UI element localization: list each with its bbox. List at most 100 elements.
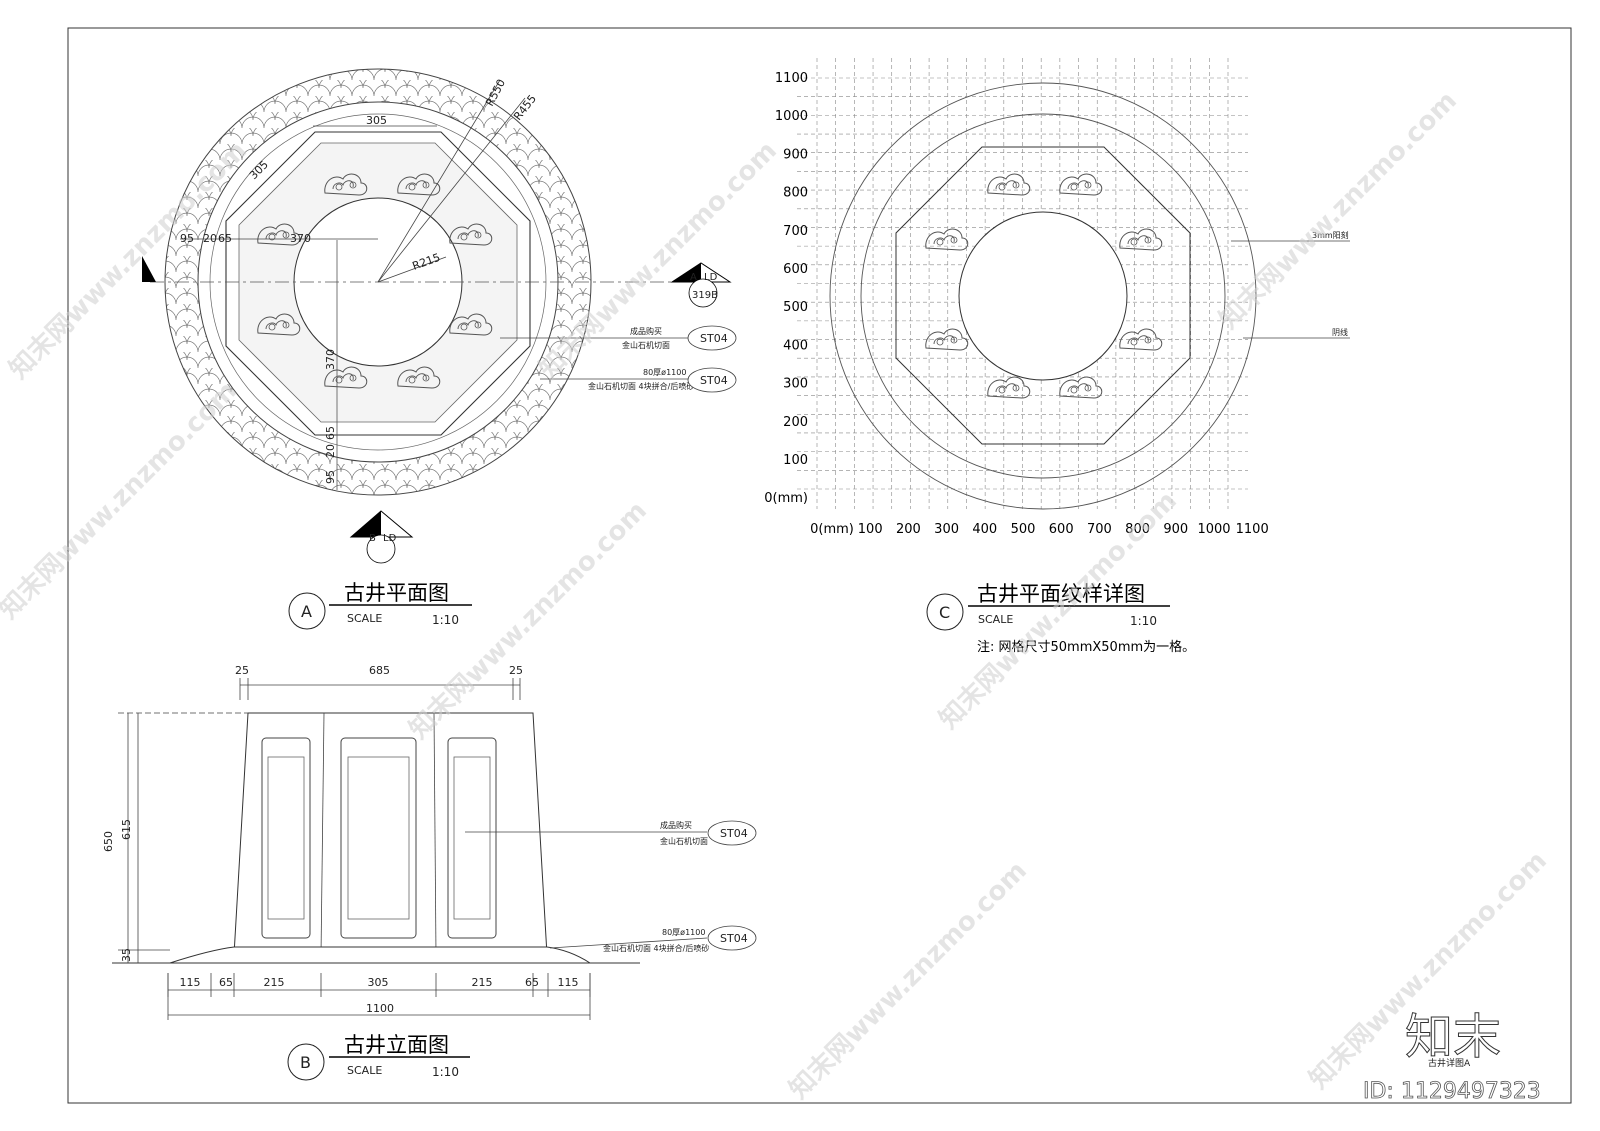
elev-title: 古井立面图 — [344, 1033, 449, 1057]
sheet-border — [67, 27, 1572, 1104]
elev-bottom-dim: 215 — [472, 976, 493, 989]
plan-callout2-line2: 金山石机切面 4块拼合/后喷砂 — [588, 381, 694, 391]
elev-dim-615: 615 — [120, 819, 133, 840]
dim-v20: 20 — [324, 444, 337, 458]
detail-x-ticks: 0(mm) 100 200 300 400 500 600 700 800 900 1000 1100 — [810, 522, 1269, 537]
svg-text:ST04: ST04 — [720, 932, 748, 945]
section-a-sheet: 319B — [692, 290, 718, 301]
y-tick-label: 100 — [783, 453, 808, 468]
elevation-bottom-dims: 115 65 215 305 215 65 115 — [167, 973, 591, 997]
svg-text:ST04: ST04 — [700, 374, 728, 387]
elev-total-1100: 1100 — [366, 1002, 394, 1015]
dim-20: 20 — [203, 232, 217, 245]
x-tick-label: 100 — [858, 522, 883, 537]
elev-callout1-line1: 成品购买 — [660, 820, 692, 830]
y-tick-label: 900 — [783, 147, 808, 162]
x-tick-label: 700 — [1087, 522, 1112, 537]
plan-marker: A — [301, 602, 312, 621]
plan-callout1-line2: 金山石机切面 — [622, 340, 670, 350]
elevation-panel-left — [261, 737, 311, 939]
plan-callout1-line1: 成品购买 — [630, 326, 662, 336]
detail-scale-label: SCALE — [978, 613, 1013, 626]
svg-text:知末网www.znzmo.com: 知末网www.znzmo.com — [1214, 86, 1463, 335]
elev-top-dim-center: 685 — [369, 664, 390, 677]
dim-370: 370 — [290, 232, 311, 245]
elev-bottom-dim: 65 — [525, 976, 539, 989]
elev-callout2-line2: 金山石机切面 4块拼合/后喷砂 — [603, 943, 709, 953]
svg-text:知末网www.znzmo.com: 知末网www.znzmo.com — [784, 856, 1033, 1105]
svg-text:知末网www.znzmo.com: 知末网www.znzmo.com — [0, 376, 243, 625]
y-tick-label: 500 — [783, 300, 808, 315]
detail-scale: 1:10 — [1130, 614, 1157, 628]
section-b-letter: B — [369, 533, 376, 544]
y-tick-label: 1100 — [775, 71, 808, 86]
elev-bottom-dim: 305 — [368, 976, 389, 989]
x-tick-label: 0(mm) — [810, 522, 854, 537]
y-tick-label: 700 — [783, 224, 808, 239]
svg-text:ST04: ST04 — [700, 332, 728, 345]
elevation-panel-center — [340, 737, 417, 939]
x-tick-label: 200 — [896, 522, 921, 537]
plan-view — [142, 68, 732, 630]
sheet-name: 古井详图A — [1428, 1057, 1471, 1069]
plan-callout2-tag: ST04 — [687, 367, 737, 393]
plan-callout1-tag: ST04 — [687, 325, 737, 351]
x-tick-label: 800 — [1125, 522, 1150, 537]
elev-top-dim-right: 25 — [509, 664, 523, 677]
elev-bottom-dim: 215 — [264, 976, 285, 989]
y-tick-label: 1000 — [775, 109, 808, 124]
x-tick-label: 1100 — [1236, 522, 1269, 537]
detail-label-relief: 3mm阳刻 — [1312, 230, 1349, 240]
section-a-code: LD — [704, 272, 718, 283]
plan-title: 古井平面图 — [344, 581, 449, 605]
dim-v65: 65 — [324, 426, 337, 440]
x-tick-label: 600 — [1049, 522, 1074, 537]
section-b-code: LD — [383, 533, 397, 544]
plan-callout2-line1: 80厚ø1100 — [643, 368, 686, 377]
elev-top-dim-left: 25 — [235, 664, 249, 677]
y-tick-label: 200 — [783, 415, 808, 430]
section-a-letter: A — [690, 272, 697, 283]
dim-r550: R550 — [483, 77, 508, 108]
x-tick-label: 900 — [1163, 522, 1188, 537]
dim-top-305: 305 — [366, 114, 387, 127]
plan-scale-label: SCALE — [347, 612, 382, 625]
dim-r455: R455 — [511, 92, 539, 123]
elev-callout1-tag: ST04 — [707, 820, 757, 846]
elev-scale: 1:10 — [432, 1065, 459, 1079]
dim-v95: 95 — [324, 470, 337, 484]
elev-scale-label: SCALE — [347, 1064, 382, 1077]
x-tick-label: 500 — [1011, 522, 1036, 537]
plan-scale: 1:10 — [432, 613, 459, 627]
elevation-view — [112, 678, 708, 1081]
detail-y-ticks: 1100 1000 900 800 700 600 500 400 300 200 100 0(mm) — [764, 71, 808, 506]
detail-label-line: 阴线 — [1332, 327, 1348, 337]
y-tick-label: 400 — [783, 338, 808, 353]
x-tick-label: 300 — [934, 522, 959, 537]
y-tick-label: 0(mm) — [764, 491, 808, 506]
elev-callout2-line1: 80厚ø1100 — [662, 928, 705, 937]
y-tick-label: 300 — [783, 377, 808, 392]
elev-dim-650: 650 — [102, 831, 115, 852]
dim-95: 95 — [180, 232, 194, 245]
detail-note: 注: 网格尺寸50mmX50mm为一格。 — [977, 639, 1195, 655]
elev-bottom-dim: 115 — [180, 976, 201, 989]
x-tick-label: 400 — [972, 522, 997, 537]
elev-bottom-dim: 115 — [558, 976, 579, 989]
elev-callout2-tag: ST04 — [707, 925, 757, 951]
id-text: ID: 1129497323 — [1363, 1079, 1541, 1104]
elev-marker: B — [300, 1053, 311, 1072]
dim-65: 65 — [218, 232, 232, 245]
y-tick-label: 600 — [783, 262, 808, 277]
x-tick-label: 1000 — [1197, 522, 1230, 537]
detail-view — [797, 58, 1350, 631]
y-tick-label: 800 — [783, 186, 808, 201]
detail-title: 古井平面纹样详图 — [977, 582, 1145, 606]
elev-callout1-line2: 金山石机切面 — [660, 836, 708, 846]
detail-marker: C — [939, 603, 950, 622]
elev-bottom-dim: 65 — [219, 976, 233, 989]
dim-v370: 370 — [324, 349, 337, 370]
brand-logo: 知末 — [1405, 1009, 1501, 1065]
svg-text:ST04: ST04 — [720, 827, 748, 840]
